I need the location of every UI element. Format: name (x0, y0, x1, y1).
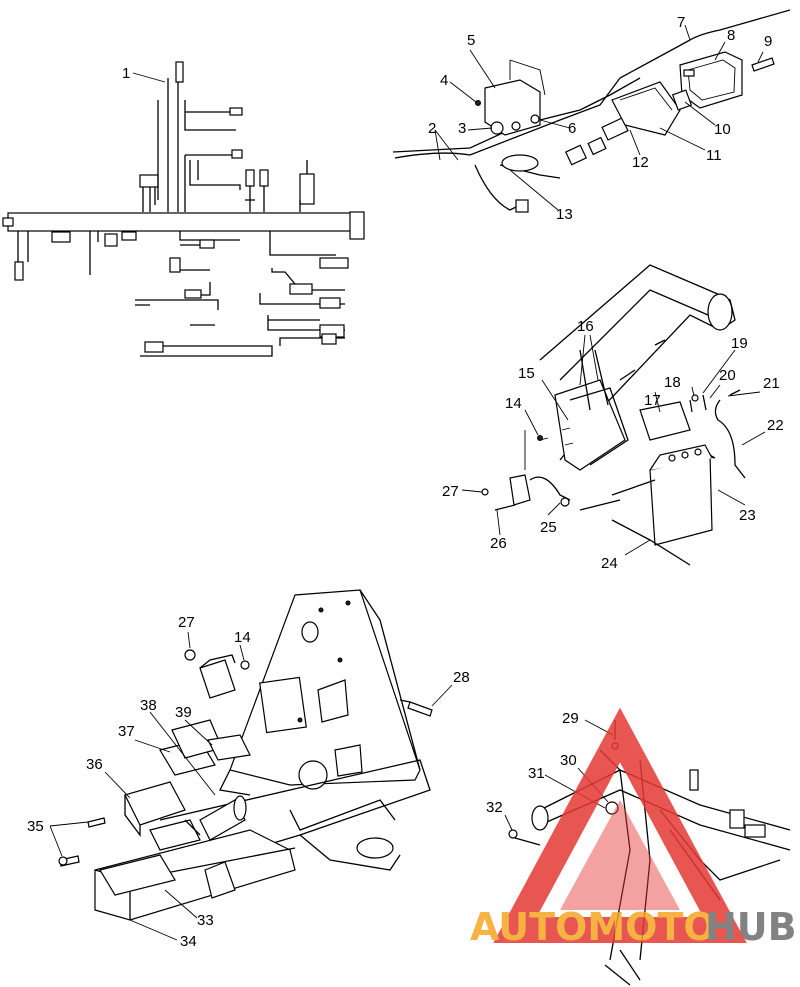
callout-7: 7 (677, 14, 685, 31)
callout-38: 38 (140, 697, 157, 714)
callout-18: 18 (664, 374, 681, 391)
callout-24: 24 (601, 555, 618, 572)
callout-13: 13 (556, 206, 573, 223)
callout-14-lower: 14 (234, 629, 251, 646)
callout-25: 25 (540, 519, 557, 536)
callout-4: 4 (440, 72, 448, 89)
callout-27-upper: 27 (442, 483, 459, 500)
frame-assembly (58, 589, 433, 921)
callout-26: 26 (490, 535, 507, 552)
callout-3: 3 (458, 120, 466, 137)
watermark-text-left: AUTOMOTO (470, 905, 716, 949)
callout-1: 1 (122, 65, 130, 82)
callout-21: 21 (763, 375, 780, 392)
callout-39: 39 (175, 704, 192, 721)
callout-30: 30 (560, 752, 577, 769)
callout-labels: 1 2 3 4 5 6 7 8 9 10 11 12 13 14 15 16 1… (27, 14, 784, 950)
callout-35: 35 (27, 818, 44, 835)
callout-17: 17 (644, 392, 661, 409)
callout-15: 15 (518, 365, 535, 382)
callout-31: 31 (528, 765, 545, 782)
callout-22: 22 (767, 417, 784, 434)
callout-28: 28 (453, 669, 470, 686)
callout-2: 2 (428, 120, 436, 137)
callout-23: 23 (739, 507, 756, 524)
leader-lines (49, 24, 766, 941)
wiring-harness (2, 61, 365, 357)
callout-37: 37 (118, 723, 135, 740)
callout-33: 33 (197, 912, 214, 929)
callout-6: 6 (568, 120, 576, 137)
callout-29: 29 (562, 710, 579, 727)
watermark-text-right: HUB (705, 905, 797, 949)
battery-assembly (481, 264, 746, 566)
taillight-assembly (392, 9, 791, 213)
callout-20: 20 (719, 367, 736, 384)
callout-19: 19 (731, 335, 748, 352)
callout-27-lower: 27 (178, 614, 195, 631)
callout-16: 16 (577, 318, 594, 335)
callout-32: 32 (486, 799, 503, 816)
callout-8: 8 (727, 27, 735, 44)
callout-12: 12 (632, 154, 649, 171)
watermark-logo: AUTOMOTO HUB (470, 707, 797, 949)
callout-11: 11 (706, 147, 722, 164)
callout-10: 10 (714, 121, 731, 138)
callout-5: 5 (467, 32, 475, 49)
callout-9: 9 (764, 33, 772, 50)
callout-36: 36 (86, 756, 103, 773)
callout-34: 34 (180, 933, 197, 950)
callout-14-upper: 14 (505, 395, 522, 412)
